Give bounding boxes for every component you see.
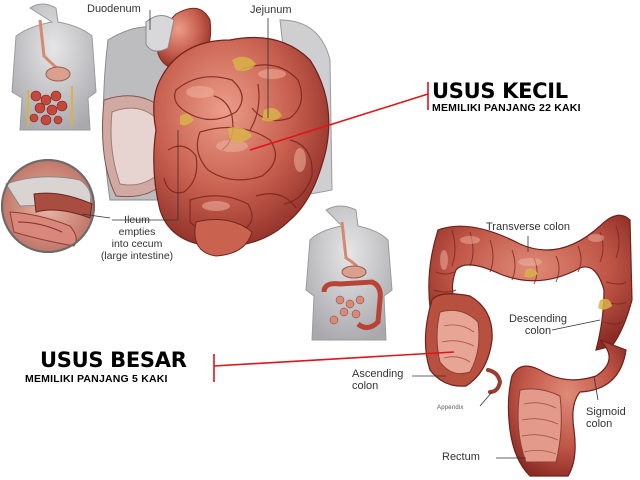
ileum-label-line-4: (large intestine) [100, 250, 174, 262]
ascending-colon-label-line-2: colon [352, 380, 379, 392]
small-intestine-pointer [249, 82, 429, 151]
large-intestine-subtitle: MEMILIKI PANJANG 5 KAKI [25, 373, 168, 385]
ileum-label-line-2: empties [118, 226, 156, 238]
large-intestine-pointer [213, 351, 455, 382]
ascending-colon-label-line-1: Ascending [352, 368, 404, 380]
large-intestine-illustration [424, 214, 633, 477]
sigmoid-colon-label-line-2: colon [586, 418, 613, 430]
duodenum-label: Duodenum [87, 3, 141, 15]
appendix-label: Appendix [437, 405, 464, 411]
jejunum-label: Jejunum [250, 4, 292, 16]
large-intestine-title: USUS BESAR [40, 348, 187, 372]
ileum-label: Ileum empties into cecum (large intestin… [82, 214, 192, 262]
torso-silhouette-icon [305, 205, 393, 341]
ascending-colon-label: Ascending colon [352, 368, 403, 392]
torso-silhouette-icon [11, 3, 97, 131]
descending-colon-label-line-1: Descending [508, 313, 568, 325]
rectum-label: Rectum [442, 451, 480, 463]
small-intestine-subtitle: MEMILIKI PANJANG 22 KAKI [432, 102, 581, 114]
descending-colon-label-line-2: colon [524, 325, 552, 337]
transverse-colon-label: Transverse colon [486, 221, 570, 233]
small-intestine-leader-lines [81, 10, 269, 221]
descending-colon-label: Descending colon [498, 313, 578, 337]
large-intestine-leader-lines [412, 236, 601, 459]
ileum-label-line-3: into cecum [111, 238, 163, 250]
magnified-ileum-icon [1, 159, 95, 253]
small-intestine-title: USUS KECIL [432, 79, 568, 103]
sigmoid-colon-label-line-1: Sigmoid [586, 406, 626, 418]
small-intestine-illustration [102, 7, 333, 257]
ileum-label-line-1: Ileum [124, 214, 150, 226]
sigmoid-colon-label: Sigmoid colon [586, 406, 626, 430]
